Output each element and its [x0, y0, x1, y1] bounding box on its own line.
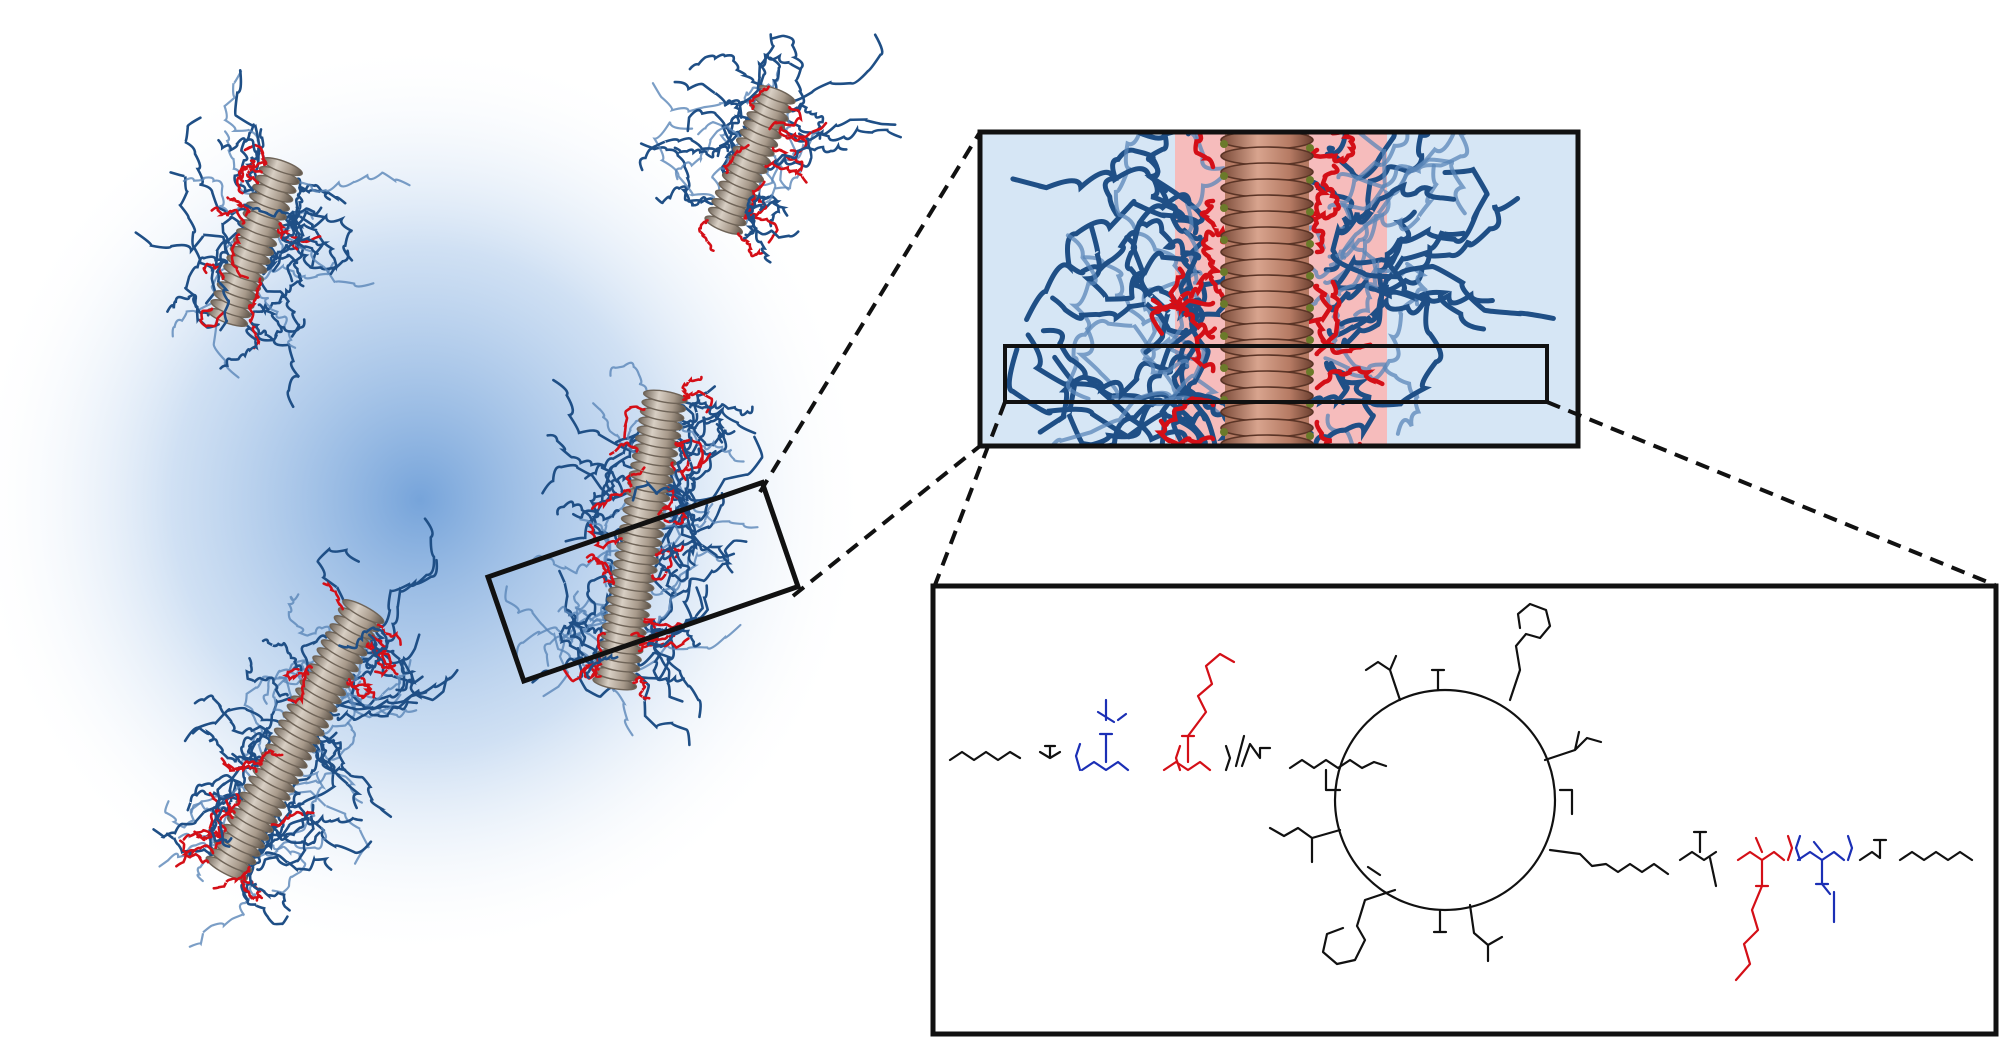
polymer-corona-front	[639, 33, 848, 264]
zoom-polymer-chains	[1006, 132, 1556, 446]
cyclic-peptide-polymer-structure	[948, 602, 1974, 982]
zoom-panel-top	[977, 129, 1581, 449]
nanotube-assembly	[504, 361, 764, 747]
nanotube-assembly	[638, 33, 902, 264]
peptide-nanotube-icon	[205, 599, 385, 881]
peptide-nanotube-icon	[592, 389, 688, 691]
chemical-structure-panel	[930, 583, 1999, 1037]
polymer-corona-front	[199, 137, 338, 370]
selection-box	[484, 479, 802, 685]
nanotube-assemblies	[134, 33, 902, 948]
peptide-nanotube-icon	[704, 85, 796, 235]
structure-frame	[930, 583, 1999, 1037]
polymer-corona-front	[546, 375, 754, 701]
nanotube-assembly	[134, 69, 411, 409]
zoom-frame	[977, 129, 1581, 449]
polymer-corona-front	[152, 581, 419, 912]
zoom-nanotube-icon	[1220, 132, 1314, 446]
nanotube-assembly	[152, 517, 459, 948]
zoom-slice-frame	[1003, 344, 1549, 404]
zoom-connectors	[758, 130, 1996, 598]
